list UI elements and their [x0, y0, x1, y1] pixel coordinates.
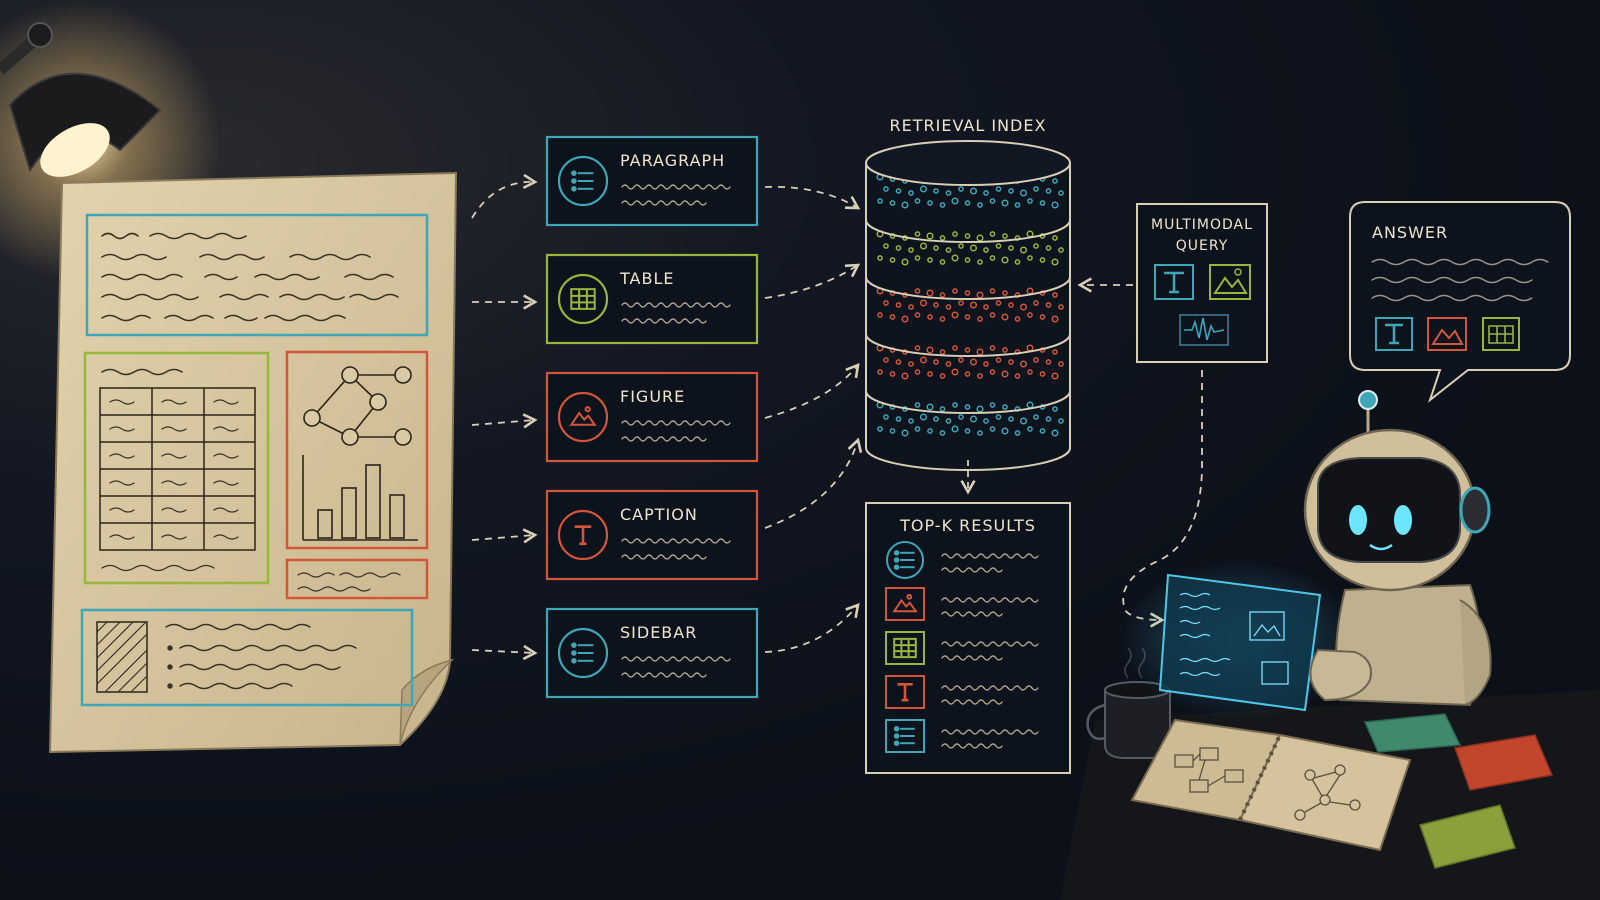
source-document [48, 171, 458, 754]
doc-table-region [83, 351, 270, 585]
result-item [885, 719, 1039, 753]
results-list [885, 541, 1039, 753]
element-card-paragraph: PARAGRAPH [545, 135, 759, 227]
retrieval-index-title: RETRIEVAL INDEX [890, 116, 1047, 135]
sticky-notes [1363, 713, 1554, 869]
index-database [865, 140, 1071, 471]
doc-sidebar-region [80, 608, 414, 707]
query-title-line2: QUERY [1176, 238, 1229, 254]
element-card-table: TABLE [545, 253, 759, 345]
result-item [885, 587, 1039, 621]
element-card-label: PARAGRAPH [620, 151, 725, 170]
retrieval-index: RETRIEVAL INDEX [865, 116, 1071, 495]
list-icon [571, 642, 594, 664]
list-icon [893, 726, 915, 747]
element-card-label: SIDEBAR [620, 623, 697, 642]
table-icon [893, 637, 917, 659]
doc-to-cards-arrows [471, 173, 538, 661]
doc-figure-region [285, 350, 429, 550]
element-card-caption: CAPTION [545, 489, 759, 581]
top-k-results-panel: TOP-K RESULTS [865, 502, 1071, 774]
waveform-icon [1179, 314, 1229, 346]
text-t-icon [574, 525, 592, 546]
answer-bubble: ANSWER [1349, 201, 1571, 403]
text-t-icon [1154, 264, 1194, 300]
cards-to-index-arrows [764, 185, 863, 653]
doc-paragraph-region [85, 213, 429, 337]
desk-scene [1060, 390, 1600, 900]
element-card-label: TABLE [619, 269, 674, 288]
top-k-results-title: TOP-K RESULTS [899, 516, 1036, 535]
element-card-label: FIGURE [620, 387, 685, 406]
robot-assistant [1303, 390, 1492, 707]
table-icon [570, 288, 596, 310]
mountain-image-icon [1209, 264, 1251, 300]
text-t-icon [1375, 317, 1413, 351]
text-t-icon [897, 683, 913, 702]
table-icon [1482, 317, 1520, 351]
query-title-line1: MULTIMODAL [1151, 217, 1253, 233]
answer-title: ANSWER [1372, 223, 1448, 242]
element-card-label: CAPTION [620, 505, 698, 524]
element-cards: PARAGRAPH TABLE FIGURE CAPTION SIDEBAR [545, 135, 759, 699]
open-notebook [1130, 718, 1412, 852]
element-card-sidebar: SIDEBAR [545, 607, 759, 699]
index-layer [865, 390, 1071, 471]
multimodal-query-panel: MULTIMODAL QUERY [1077, 203, 1268, 628]
list-icon [571, 170, 594, 192]
result-item [886, 541, 1039, 579]
mountain-image-icon [569, 406, 597, 426]
doc-caption-region [285, 558, 429, 600]
element-card-figure: FIGURE [545, 371, 759, 463]
mountain-image-icon [1427, 317, 1467, 351]
holographic-laptop-screen [1120, 560, 1360, 720]
result-item [885, 675, 1039, 709]
list-icon [893, 550, 915, 571]
mountain-image-icon [892, 593, 918, 613]
result-item [885, 631, 1039, 665]
